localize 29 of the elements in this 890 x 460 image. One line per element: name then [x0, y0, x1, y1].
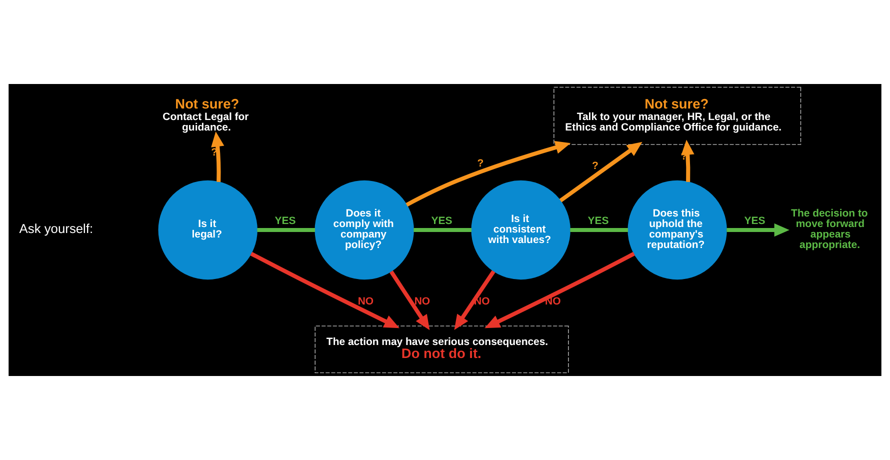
edge-label: YES [744, 216, 766, 227]
arrow [390, 270, 430, 330]
connector [570, 228, 628, 232]
arrow [484, 252, 635, 328]
arrow [559, 142, 642, 202]
connector [257, 228, 316, 232]
arrow [211, 132, 224, 182]
connector [414, 228, 472, 232]
edge-label: YES [274, 216, 296, 227]
node-circle: Is it legal? [158, 180, 258, 280]
node-box: Not sure? Talk to your manager, HR, Legal, or the Ethics and Compliance Office for guidance. [554, 86, 802, 145]
edge-label: NO [358, 296, 374, 308]
arrow [681, 140, 694, 182]
arrow [250, 252, 400, 328]
edge-label: ? [592, 161, 598, 172]
edge-label: YES [431, 216, 452, 227]
arrow [726, 223, 790, 237]
label: Ask yourself: [19, 221, 94, 236]
edge-label: YES [588, 216, 609, 227]
node-box: The action may have serious consequences. Do not do it. [314, 326, 569, 374]
node-text: Not sure? Contact Legal for guidance. [162, 96, 249, 134]
edge-label: ? [477, 158, 484, 170]
edge-label: NO [414, 296, 430, 308]
arrow [406, 140, 571, 207]
node-circle: Is it consistent with values? [471, 180, 570, 280]
node-text: The decision to move forward appears appropriate. [791, 208, 868, 252]
arrow [454, 270, 496, 330]
node-circle: Does it comply with company policy? [314, 180, 414, 280]
node-circle: Does this uphold the company's reputation? [628, 180, 727, 280]
